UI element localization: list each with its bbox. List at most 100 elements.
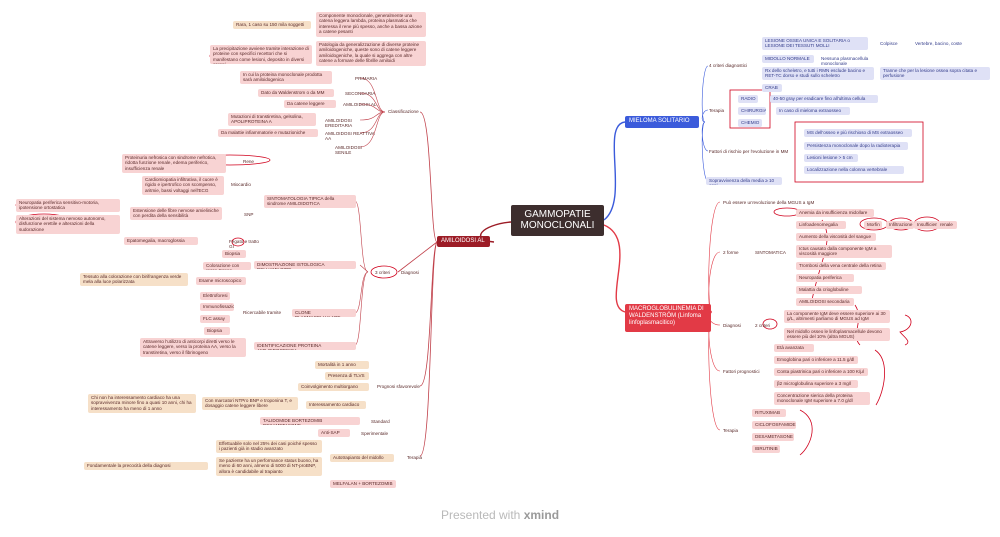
node-sintomatica[interactable]: SINTOMATICA [755, 250, 786, 255]
prognostico-igm[interactable]: Concentrazione sierica della proteina mo… [774, 392, 870, 405]
node-sperimentale[interactable]: Sperimentale [361, 431, 389, 436]
note-autotrapianto-2[interactable]: Se paziente ha un performance status buo… [216, 457, 322, 476]
node-terapia-mieloma[interactable]: Terapia [709, 108, 725, 113]
sintomo-renale[interactable]: renale [937, 221, 957, 229]
node-2-criteri[interactable]: 2 criteri [755, 323, 771, 328]
criterio-lesione-ossea[interactable]: LESIONE OSSEA UNICA E SOLITARIA o LESION… [762, 37, 868, 50]
branch-amiloidosi[interactable]: AMILOIDOSI AL [437, 236, 490, 247]
note-autotrapianto-1[interactable]: Effettuabile solo nel 25% dei casi poich… [216, 440, 322, 453]
node-evoluzione-mgus[interactable]: Può essere un'evoluzione della MGUS a Ig… [723, 200, 815, 205]
node-ereditaria[interactable]: AMILOIDOSI EREDITARIA [325, 118, 353, 129]
node-diagnosi-macro[interactable]: Diagnosi [723, 323, 741, 328]
node-presenza[interactable]: Presenza di TLVS [325, 372, 369, 380]
note-precocita[interactable]: Fondamentale la precocità della diagnosi [84, 462, 208, 470]
node-3-criteri[interactable]: 3 criteri [375, 270, 391, 275]
note-catene[interactable]: Da catene leggere [284, 100, 336, 108]
sintomo-amiloidosi[interactable]: AMILOIDOSI secondaria [796, 298, 854, 306]
note-rara[interactable]: Rara, 1 caso su 150 mila soggetti [233, 21, 311, 29]
prognostico-b2m[interactable]: β2 microglobulina superiore a 3 mg/l [774, 380, 858, 388]
sintomo-insufficienza[interactable]: Insufficienza [914, 221, 938, 229]
sintomo-trombosi[interactable]: Trombosi della vena centrale della retin… [796, 262, 886, 270]
node-colorazione[interactable]: Colorazione con rosso Congo [203, 262, 251, 270]
central-topic[interactable]: GAMMOPATIE MONOCLONALI [511, 205, 604, 236]
node-immunofissazione[interactable]: Immunofissazione [200, 303, 234, 311]
terapia-rituximab[interactable]: RITUXIMAB [752, 409, 786, 417]
rischio-colonna[interactable]: Localizzazione nella colonna vertebrale [804, 166, 904, 174]
node-rene[interactable]: Rene [243, 159, 254, 164]
sintomo-viscosita[interactable]: Aumento della viscosità del sangue [796, 233, 876, 241]
node-fegato[interactable]: Fegato e tratto GI [229, 239, 259, 250]
note-sopravvivenza[interactable]: Chi non ha interessamento cardiaco ha un… [88, 394, 196, 413]
node-senile[interactable]: AMILOIDOSI SENILE [335, 145, 362, 156]
sintomo-morfin[interactable]: Morfin [864, 221, 882, 229]
criterio-midollo-normale[interactable]: MIDOLLO NORMALE [762, 55, 814, 63]
node-standard-value[interactable]: TALIDOMIDE BORTEZOMIB DEXAMETASONE [260, 417, 360, 425]
terapia-radio[interactable]: RADIO [738, 95, 758, 103]
branch-mieloma[interactable]: MIELOMA SOLITARIO [625, 116, 699, 128]
criterio-crab[interactable]: CRAB [762, 84, 782, 92]
node-fattori-rischio[interactable]: Fattori di rischio per l'evoluzione in M… [709, 149, 789, 154]
rischio-lesione-5cm[interactable]: Lesioni lesione > 5 cm [804, 154, 858, 162]
node-flc[interactable]: FLC assay [200, 315, 230, 323]
terapia-desametasone[interactable]: DESAMETASONE [752, 433, 794, 441]
node-criteri-diagnostici[interactable]: 4 criteri diagnostici [709, 63, 748, 68]
note-primaria[interactable]: In cui la proteina monoclonale prodotta … [240, 71, 332, 84]
note-secondaria[interactable]: Dato da Waldenstrom o da MM [258, 89, 334, 97]
criterio-igm[interactable]: La componente IgM deve essere superiore … [784, 310, 890, 323]
note-precipitazione[interactable]: La precipitazione avviene tramite intera… [210, 45, 312, 64]
node-esame[interactable]: Esame microscopico [196, 277, 246, 285]
sintomo-linfoadenomegalia[interactable]: Linfoadenomegalia [796, 221, 846, 229]
note-patologia[interactable]: Patologia da generalizzazione di diverse… [316, 41, 426, 66]
note-reattiva[interactable]: Da malattie infiammatorie e mutazioniche [218, 129, 318, 137]
criterio-rx-scheletro[interactable]: Rx dello scheletro, e tutti i RMN esclud… [762, 67, 874, 80]
note-identificazione[interactable]: Attraverso l'utilizzo di anticorpi diret… [140, 338, 246, 357]
note-snp[interactable]: Estensione delle fibre nervose amielinic… [130, 207, 222, 220]
node-elettroforesi[interactable]: Elettroforesi [200, 292, 230, 300]
sintomo-neuropatia[interactable]: Neuropatia periferica [796, 274, 854, 282]
node-terapia-macro[interactable]: Terapia [723, 428, 739, 433]
node-secondaria[interactable]: SECONDARIA [345, 91, 376, 96]
note-snp2[interactable]: Neuropatia periferica sensitivo-motoria,… [16, 199, 120, 212]
node-melfalan[interactable]: MELFALAN + BORTEZOMIB [330, 480, 396, 488]
terapia-radio-dose[interactable]: 40-50 gray per eradicare fino all'ultima… [770, 95, 878, 103]
node-identificazione[interactable]: IDENTIFICAZIONE PROTEINA AMILOIDOGENICA [254, 342, 356, 350]
prognostico-eta[interactable]: Età avanzata [774, 344, 814, 352]
terapia-ibrutinib[interactable]: IBRUTINIB [752, 445, 780, 453]
criterio-nessuna-plasmacellula[interactable]: Nessuna plasmacellula monoclonale [821, 56, 869, 67]
node-reattiva[interactable]: AMILOIDOSI REATTIVA AA [325, 131, 375, 142]
node-standard[interactable]: Standard [371, 419, 390, 424]
node-diagnosi[interactable]: Diagnosi [401, 270, 419, 275]
node-ricercabile[interactable]: Ricercabile tramite [243, 310, 282, 315]
node-primaria[interactable]: PRIMARIA [355, 76, 378, 81]
node-terapia-al[interactable]: Terapia [407, 455, 423, 460]
node-biopsia-2[interactable]: Biopsia [204, 327, 230, 335]
node-clone[interactable]: CLONE PLASMACELLULARE [292, 309, 356, 317]
note-miocardio[interactable]: Cardiomiopatia infiltrativa, il cuore è … [142, 176, 224, 195]
terapia-chirurgia-nota[interactable]: In caso di mieloma extraosseo [776, 107, 850, 115]
terapia-chirurgia[interactable]: CHIRURGIA [738, 107, 766, 115]
criterio-colpisce[interactable]: Colpisce [880, 41, 898, 46]
sintomo-anemia[interactable]: Anemia da insufficienza midollare [796, 209, 874, 217]
terapia-ciclofosfamide[interactable]: CICLOFOSFAMIDE [752, 421, 796, 429]
note-rene[interactable]: Proteinuria nefrosica con sindrome nefro… [122, 154, 226, 173]
sintomo-crioglobuline[interactable]: Malattia da crioglobuline [796, 286, 862, 294]
node-sopravvivenza[interactable]: Sopravvivenza della media ≥ 10 anni [706, 177, 782, 185]
criterio-tranne-lesione[interactable]: Tranne che per la lesione ossea sopra ci… [880, 67, 990, 80]
node-autotrapianto[interactable]: Autotrapianto del midollo [330, 454, 394, 462]
note-interessamento[interactable]: Con marcatori NTPro BNP e troponina T, e… [202, 397, 298, 410]
rischio-osseo[interactable]: MS dell'osseo e più rischioso di MS extr… [804, 129, 912, 137]
node-interessamento[interactable]: Interessamento cardiaco [306, 401, 366, 409]
node-miocardio[interactable]: Miocardio [231, 182, 251, 187]
node-dimostrazione[interactable]: DIMOSTRAZIONE ISTOLOGICA DELL'AMILOIDE [254, 261, 356, 269]
rischio-persistenza[interactable]: Persistenza monoclonale dopo la radioter… [804, 142, 908, 150]
note-componente[interactable]: Componente monoclonale, generalmente una… [316, 12, 426, 37]
note-fegato[interactable]: Epatomegalia, macroglossia [124, 237, 198, 245]
node-coinvolgimento[interactable]: Coinvolgimento multiorgano [298, 383, 369, 391]
node-classificazione[interactable]: Classificazione [388, 109, 419, 114]
sintomo-ictus[interactable]: Ictus causato dalla componente IgM a vis… [796, 245, 892, 258]
terapia-chemio[interactable]: CHEMIO [738, 119, 762, 127]
prognostico-emoglobina[interactable]: Emoglobina pari o inferiore a 11.5 g/dl [774, 356, 858, 364]
criterio-sedi[interactable]: Vertebre, bacino, coste [915, 41, 962, 46]
note-birifrangenza[interactable]: Tessuto alla colorazione con birifrangen… [80, 273, 188, 286]
